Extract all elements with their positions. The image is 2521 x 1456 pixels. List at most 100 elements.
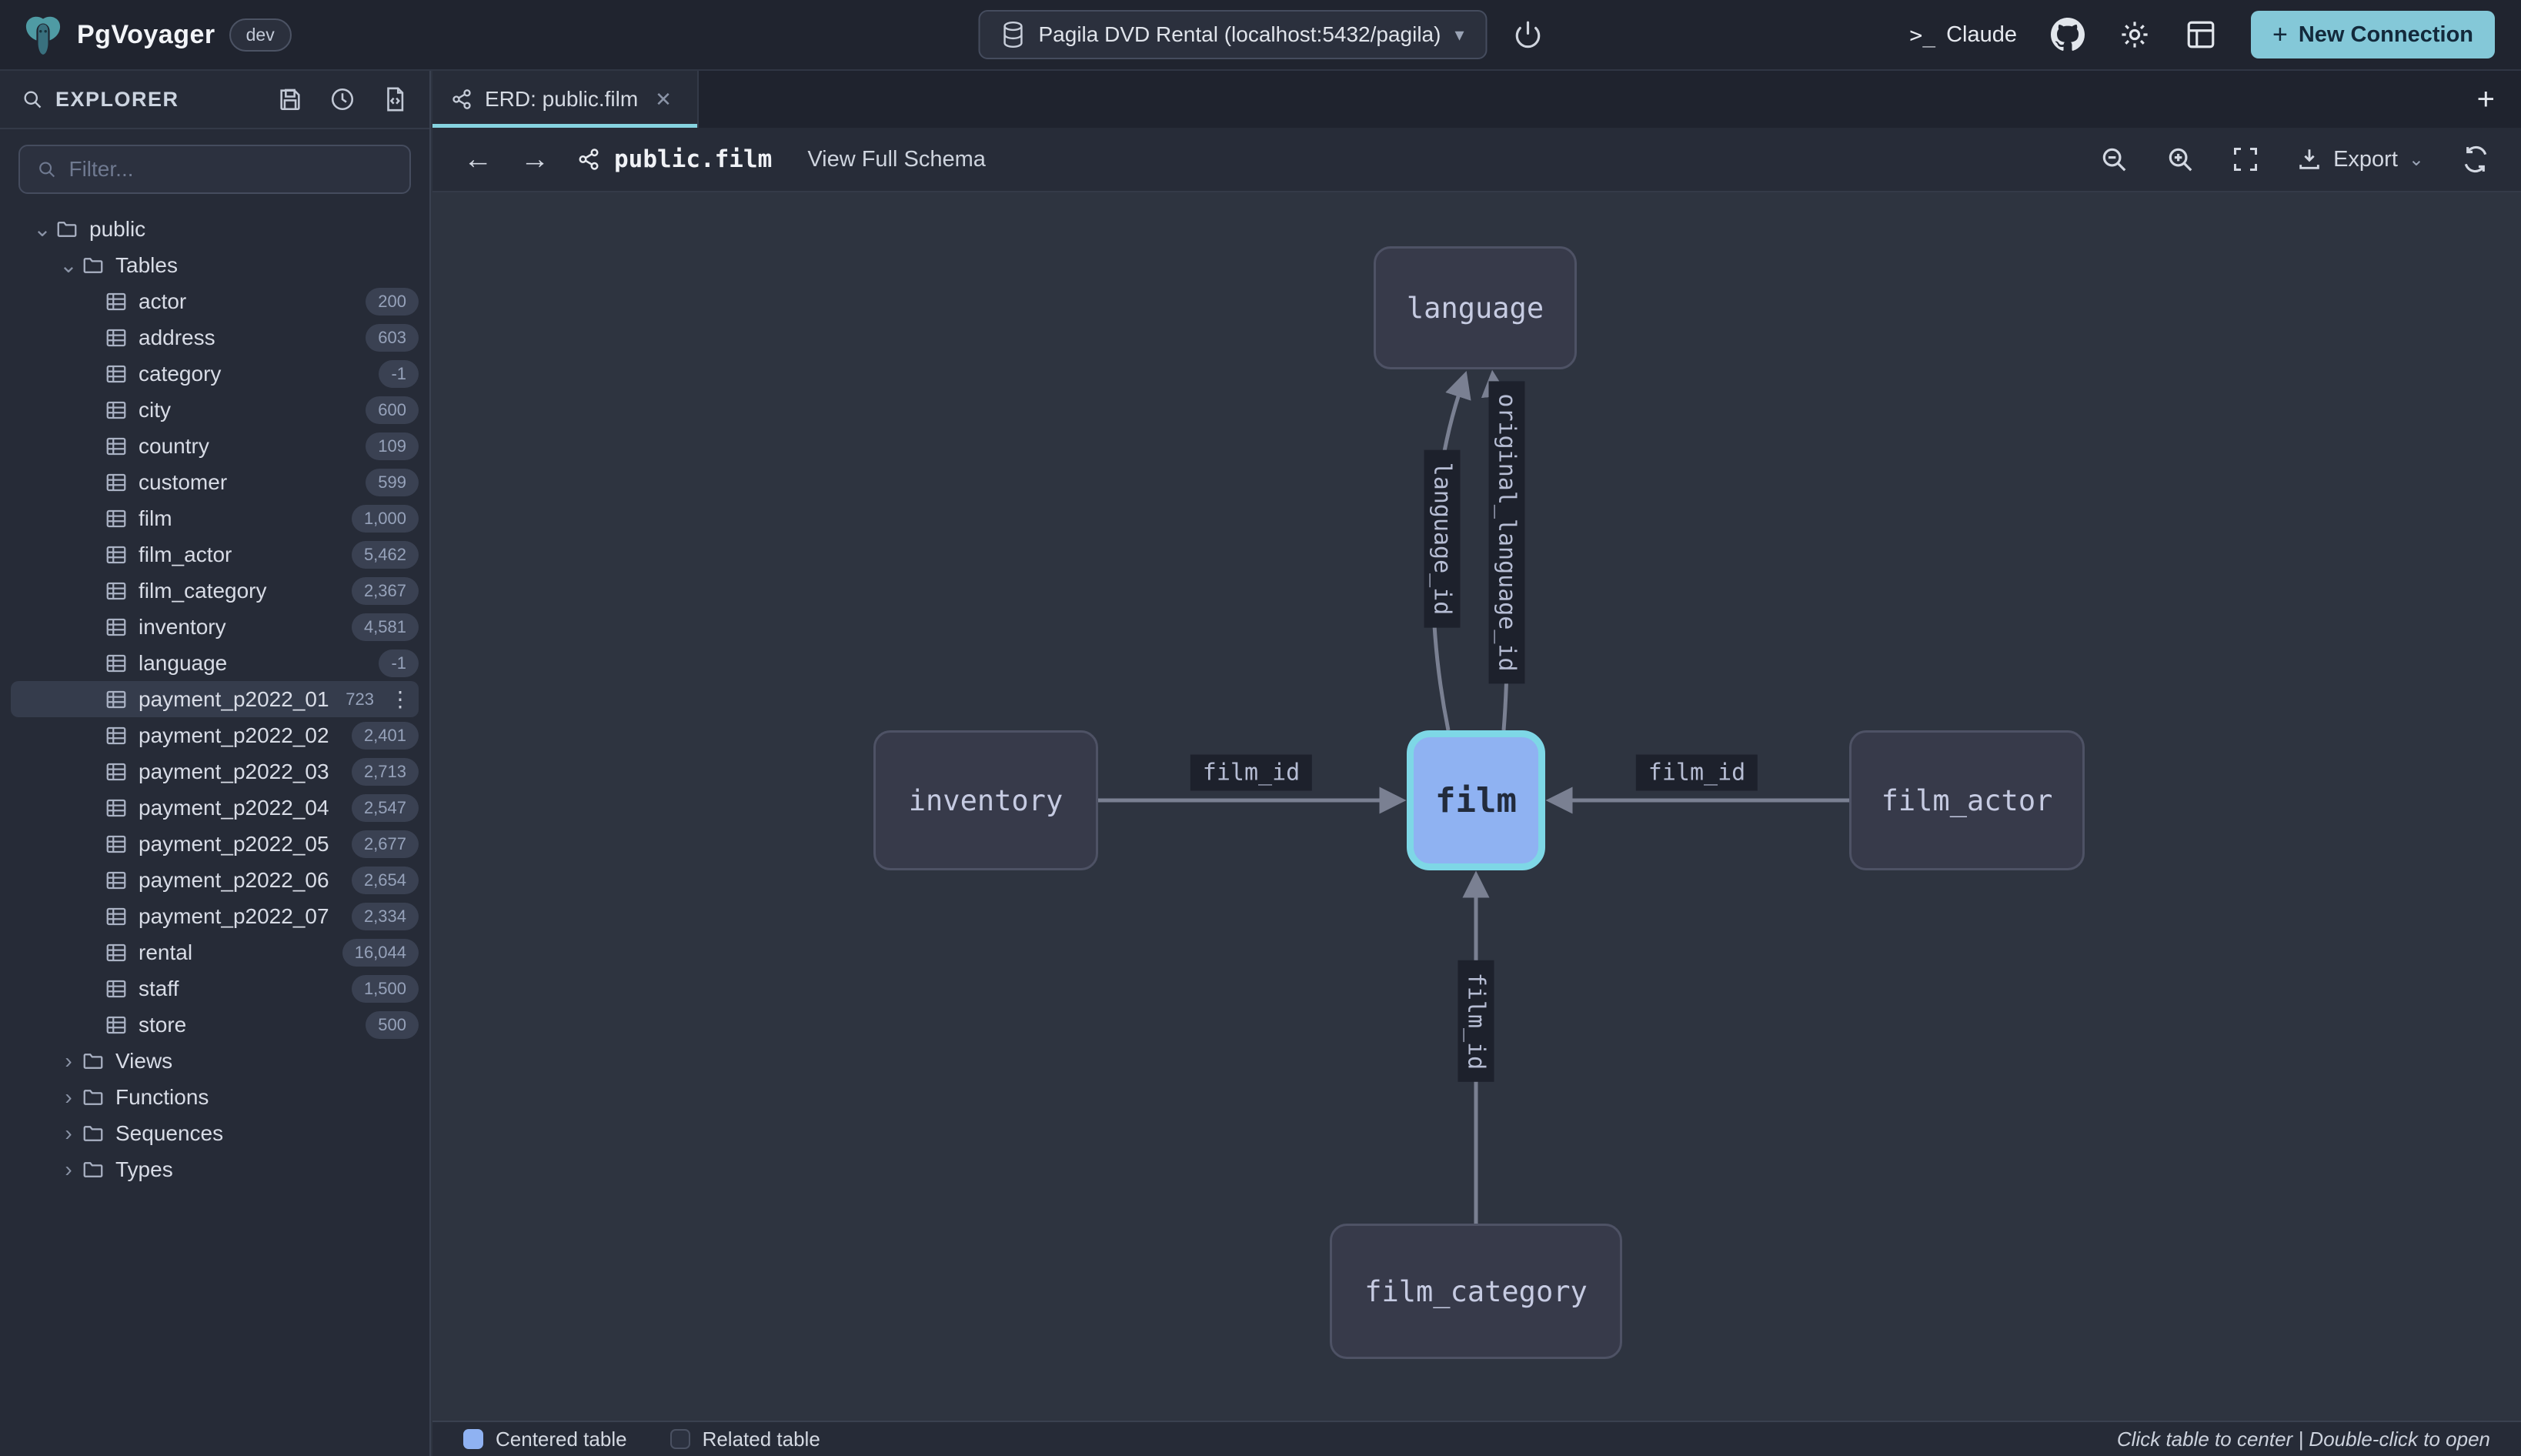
sidebar-item-functions[interactable]: ›Functions (11, 1079, 419, 1115)
user-chip[interactable]: >_ Claude (1909, 22, 2017, 48)
sidebar-item-film[interactable]: film 1,000 (11, 500, 419, 536)
row-count-badge: 200 (366, 287, 419, 316)
sidebar-item-tables[interactable]: ⌄Tables (11, 247, 419, 283)
layout-panel-button[interactable] (2185, 18, 2217, 51)
erd-toolbar: ← → public.film View Full Schema (432, 128, 2521, 192)
view-full-schema-link[interactable]: View Full Schema (807, 146, 986, 172)
tree-item-label: Types (115, 1157, 173, 1181)
table-icon (106, 1016, 126, 1034)
export-button[interactable]: Export ⌄ (2296, 146, 2424, 172)
chevron-right-icon[interactable]: › (65, 1048, 72, 1073)
sidebar-item-types[interactable]: › Types (11, 1151, 419, 1187)
erd-canvas[interactable]: language inventory film film_actor film_cate… (432, 192, 2521, 1421)
fullscreen-button[interactable] (2232, 145, 2259, 173)
chevron-down-icon[interactable]: ⌄ (59, 253, 78, 277)
tree-item-label: customer (139, 469, 228, 494)
tree-item-label: film_category (139, 578, 267, 603)
erd-node-film[interactable]: film (1407, 730, 1545, 870)
back-button[interactable]: ← (463, 142, 493, 175)
filter-box (18, 145, 411, 194)
row-count-badge: 109 (366, 432, 419, 460)
settings-button[interactable] (2119, 18, 2151, 51)
row-count-badge: 4,581 (351, 613, 419, 641)
sql-file-button[interactable] (382, 86, 408, 112)
tree-item-label: rental (139, 940, 193, 964)
save-layout-button[interactable] (277, 86, 303, 112)
file-code-icon (387, 87, 404, 112)
history-button[interactable] (329, 86, 356, 112)
new-tab-button[interactable]: + (2451, 71, 2521, 128)
sidebar-item-payment_p2022_03[interactable]: payment_p2022_03 2,713 (11, 753, 419, 790)
zoom-out-button[interactable] (2099, 145, 2129, 174)
tab-erd-public-film[interactable]: ERD: public.film ✕ (432, 71, 699, 128)
tree-item-label: payment_p2022_03 (139, 759, 329, 783)
chevron-down-icon[interactable]: ⌄ (33, 217, 52, 241)
table-icon (106, 618, 126, 636)
tree-item-label: country (139, 433, 209, 458)
save-icon (280, 88, 300, 111)
download-icon (2299, 149, 2319, 169)
erd-node-language[interactable]: language (1374, 246, 1577, 369)
erd-node-inventory[interactable]: inventory (873, 730, 1098, 870)
sidebar-item-country[interactable]: country 109 (11, 428, 419, 464)
zoom-in-button[interactable] (2165, 145, 2195, 174)
tree-item-label: film (139, 506, 172, 530)
connection-selector[interactable]: Pagila DVD Rental (localhost:5432/pagila… (978, 10, 1488, 59)
sidebar-item-category[interactable]: category-1 (11, 356, 419, 392)
explorer-header: EXPLORER (0, 71, 429, 129)
tab-close-button[interactable]: ✕ (655, 87, 672, 111)
tree-item-label: Sequences (115, 1120, 224, 1145)
refresh-button[interactable] (2461, 145, 2490, 174)
disconnect-power-button[interactable] (1514, 20, 1543, 49)
table-icon (106, 473, 126, 491)
tree-item-label: language (139, 650, 228, 675)
status-bar: Centered table Related table Click table… (432, 1421, 2521, 1456)
tree-item-label: payment_p2022_05 (139, 831, 329, 856)
tab-label: ERD: public.film (485, 87, 639, 111)
new-connection-button[interactable]: + New Connection (2250, 11, 2495, 58)
erd-node-film_category[interactable]: film_category (1330, 1224, 1622, 1359)
share-nodes-icon (579, 149, 599, 170)
folder-icon (83, 1125, 103, 1141)
filter-input[interactable] (68, 157, 392, 182)
chevron-right-icon[interactable]: › (65, 1084, 72, 1109)
chevron-right-icon[interactable]: › (65, 1157, 72, 1181)
centered-swatch-icon (463, 1429, 483, 1449)
chevron-right-icon[interactable]: › (65, 1120, 72, 1145)
forward-button[interactable]: → (520, 142, 549, 175)
sidebar-item-views[interactable]: ›Views (11, 1043, 419, 1079)
folder-icon (83, 257, 103, 273)
sidebar-item-language[interactable]: language-1 (11, 645, 419, 681)
sidebar-item-public[interactable]: ⌄public (11, 211, 419, 247)
github-button[interactable] (2050, 18, 2085, 52)
edge-label-language_id: language_id (1424, 449, 1461, 628)
folder-icon (57, 221, 77, 237)
tree-item-label: store (139, 1012, 187, 1037)
erd-node-film_actor[interactable]: film_actor (1849, 730, 2085, 870)
legend-centered-table: Centered table (463, 1428, 627, 1451)
row-count-badge: 2,713 (351, 757, 419, 786)
kebab-menu-icon[interactable]: ⋮ (389, 687, 411, 711)
share-nodes-icon (452, 89, 471, 109)
sidebar-item-sequences[interactable]: › Sequences (11, 1115, 419, 1151)
row-count-badge: 1,000 (351, 504, 419, 533)
tree-item-label: city (139, 397, 171, 422)
row-count-badge: 723 (346, 689, 374, 709)
chevron-down-icon: ▾ (1454, 24, 1464, 45)
